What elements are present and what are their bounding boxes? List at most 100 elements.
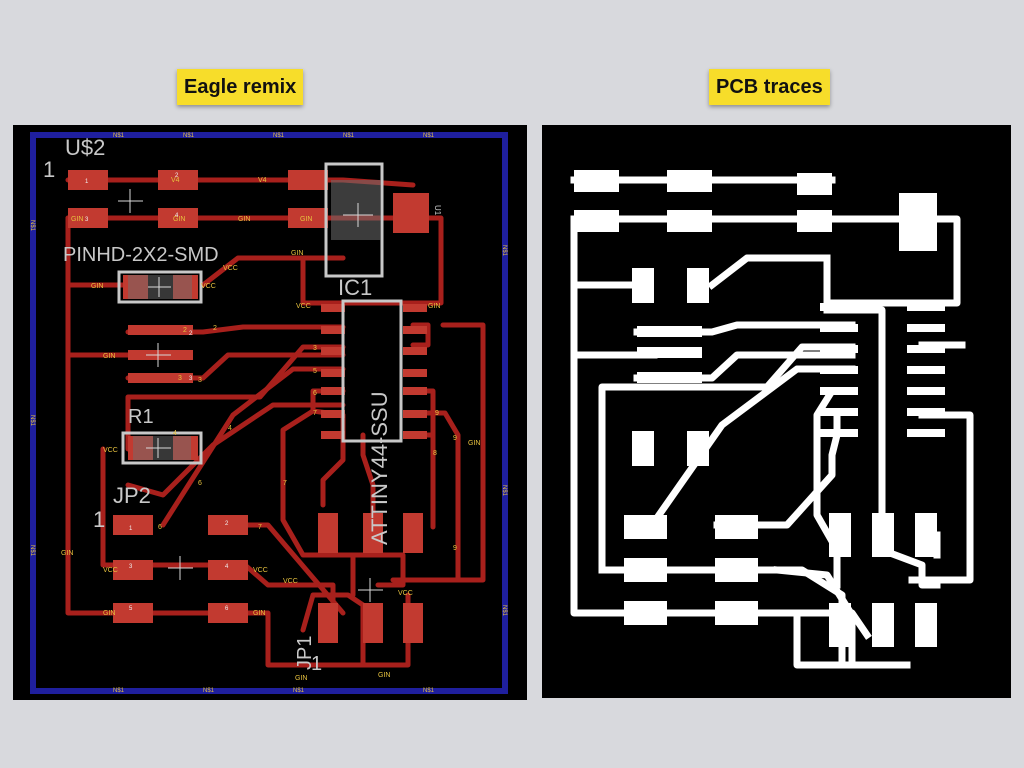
ic-pad xyxy=(403,431,427,439)
component-names: U$2 1 PINHD-2X2-SMD IC1 R1 JP2 1 JP1 1 A… xyxy=(43,135,442,675)
pad xyxy=(363,513,383,553)
pcb-pad xyxy=(574,210,619,232)
net-label-ns: N$1 xyxy=(343,133,355,139)
r1-outline xyxy=(121,431,203,465)
ic-pad xyxy=(321,410,345,418)
pad xyxy=(128,373,193,383)
pad xyxy=(158,170,198,190)
pcb-trace xyxy=(823,306,941,589)
label-n9: 9 xyxy=(435,410,439,417)
label-n6: 6 xyxy=(313,390,317,397)
pad xyxy=(128,325,193,335)
pcb-pad xyxy=(915,513,937,557)
pad xyxy=(393,193,429,233)
label-gin: GIN xyxy=(91,283,103,290)
pad-number-3: 3 xyxy=(85,217,89,223)
pad-text-labels: V4 V4 GIN GIN GIN GIN GIN VCC VCC GIN VC… xyxy=(61,177,480,682)
pcb-ic-pad xyxy=(820,429,858,437)
net-label-ns: N$1 xyxy=(273,133,285,139)
u1-body xyxy=(331,180,381,240)
pad-number-4: 4 xyxy=(175,213,179,219)
ic-pad xyxy=(403,387,427,395)
pad-number-6: 6 xyxy=(225,606,229,612)
trace xyxy=(360,432,376,533)
pad xyxy=(318,513,338,553)
pad xyxy=(363,603,383,643)
label-gin: GIN xyxy=(238,216,250,223)
pcb-trace xyxy=(823,215,961,307)
label-gin: GIN xyxy=(468,440,480,447)
net-label-ns: N$1 xyxy=(29,220,35,232)
label-one-jp2: 1 xyxy=(93,507,105,532)
pad xyxy=(158,208,198,228)
crosshair xyxy=(148,277,171,297)
pcb-ic-pad xyxy=(820,345,858,353)
net-label-ns: N$1 xyxy=(29,415,35,427)
pcb-pad xyxy=(915,603,937,647)
label-ic1: IC1 xyxy=(338,275,372,300)
label-gin: GIN xyxy=(173,216,185,223)
trace xyxy=(65,215,376,668)
label-one-top: 1 xyxy=(43,157,55,182)
ic-pad xyxy=(403,326,427,334)
pcb-pad xyxy=(624,515,667,539)
ic-pad xyxy=(403,410,427,418)
pcb-trace xyxy=(788,609,872,640)
net-label-ns: N$1 xyxy=(113,688,125,694)
pcb-trace xyxy=(598,343,856,574)
pcb-pad xyxy=(667,170,712,192)
pcb-ic-pads xyxy=(820,303,945,437)
ic-pad xyxy=(403,347,427,355)
label-n4: 4 xyxy=(173,430,177,437)
crosshair xyxy=(146,438,171,458)
pad xyxy=(403,513,423,553)
net-label-ns: N$1 xyxy=(501,245,507,257)
pad-number-4: 4 xyxy=(225,564,229,570)
pcb-ic-pad xyxy=(820,408,858,416)
pad-number-1: 1 xyxy=(129,526,133,532)
label-gin: GIN xyxy=(71,216,83,223)
crosshair xyxy=(146,343,171,367)
label-gin: GIN xyxy=(253,610,265,617)
net-label-ns: N$1 xyxy=(29,545,35,557)
crosshair-markers xyxy=(118,189,383,602)
pad-number-2: 2 xyxy=(225,521,229,527)
label-n8: 8 xyxy=(433,450,437,457)
pad xyxy=(113,560,153,580)
label-vcc: VCC xyxy=(103,567,118,574)
pcb-ic-pad xyxy=(907,366,945,374)
pcb-ic-pad xyxy=(907,303,945,311)
net-label-ns: N$1 xyxy=(203,688,215,694)
pcb-trace xyxy=(773,566,856,669)
pcb-ic-pad xyxy=(907,324,945,332)
pcb-pad xyxy=(872,513,894,557)
label-pinhd: PINHD-2X2-SMD xyxy=(63,244,219,266)
trace xyxy=(280,388,406,588)
label-vcc: VCC xyxy=(398,590,413,597)
pad-number-3: 3 xyxy=(189,376,193,382)
label-n9: 9 xyxy=(453,545,457,552)
label-n2: 2 xyxy=(213,325,217,332)
ic1-pads xyxy=(321,304,427,439)
ic-pad xyxy=(321,369,345,377)
crosshair xyxy=(118,189,143,213)
pad-number-3: 3 xyxy=(129,564,133,570)
crosshair xyxy=(358,578,383,602)
label-gin: GIN xyxy=(291,250,303,257)
pcb-pad xyxy=(715,515,758,539)
pad-number-2: 2 xyxy=(175,173,179,179)
outline-net-labels: N$1 N$1 N$1 N$1 N$1 N$1 N$1 N$1 N$1 N$1 … xyxy=(29,133,507,694)
pad xyxy=(208,603,248,623)
pad xyxy=(288,170,328,190)
label-gin: GIN xyxy=(300,216,312,223)
crosshair xyxy=(168,556,193,580)
pcb-pad xyxy=(624,558,667,582)
label-gin: GIN xyxy=(428,303,440,310)
trace xyxy=(410,322,431,348)
pcb-pad xyxy=(632,268,654,303)
pad-number-5: 5 xyxy=(129,606,133,612)
pcb-ic-pad xyxy=(907,429,945,437)
label-gin: GIN xyxy=(295,675,307,682)
pad xyxy=(403,603,423,643)
pcb-pad xyxy=(637,326,702,337)
